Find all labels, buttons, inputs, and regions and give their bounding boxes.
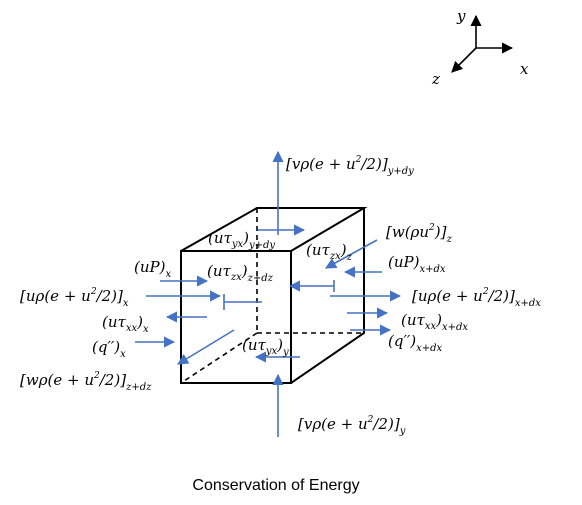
label-vrho-top: [vρ(e + u2/2)]y+dy [286, 155, 414, 177]
hidden-edge-bottom-left [180, 332, 258, 384]
label-u-tau-xx-left: (uτxx)x [102, 313, 149, 335]
y-axis-label: y [456, 7, 466, 25]
label-u-tau-zx-back: (uτzx)z [306, 241, 353, 263]
diagram-caption: Conservation of Energy [192, 477, 359, 494]
arrow-wrho [177, 329, 235, 365]
label-q-left: (q′′)x [92, 338, 126, 360]
label-u-tau-zx-front: (uτzx)z+dz [207, 262, 274, 284]
label-u-tau-yx-top: (uτyx)y+dy [208, 229, 275, 251]
coordinate-axes: y x z [431, 7, 529, 88]
label-uP-left: (uP)x [134, 258, 171, 280]
label-uP-right: (uP)x+dx [388, 253, 446, 275]
right-face-edges [290, 208, 365, 384]
top-face-edges [180, 207, 368, 252]
label-wrho: [wρ(e + u2/2)]z+dz [20, 371, 152, 393]
label-vrho-bottom: [vρ(e + u2/2)]y [298, 415, 406, 437]
x-axis-label: x [520, 60, 529, 78]
z-axis [451, 47, 477, 73]
flux-labels: [vρ(e + u2/2)]y+dy [w(ρu2)]z (uτyx)y+dy … [20, 155, 541, 437]
flux-arrows [135, 150, 402, 437]
label-u-tau-yx-bottom: (uτyx)y [242, 336, 289, 358]
label-urho-left: [uρ(e + u2/2)]x [20, 287, 129, 309]
label-urho-right: [uρ(e + u2/2)]x+dx [412, 287, 541, 309]
label-w-rho-u2: [w(ρu2)]z [386, 223, 452, 245]
arrow-w-rho-u2 [325, 239, 378, 269]
label-q-right: (q′′)x+dx [388, 332, 443, 354]
label-u-tau-xx-right: (uτxx)x+dx [401, 311, 468, 333]
z-axis-label: z [431, 70, 440, 88]
